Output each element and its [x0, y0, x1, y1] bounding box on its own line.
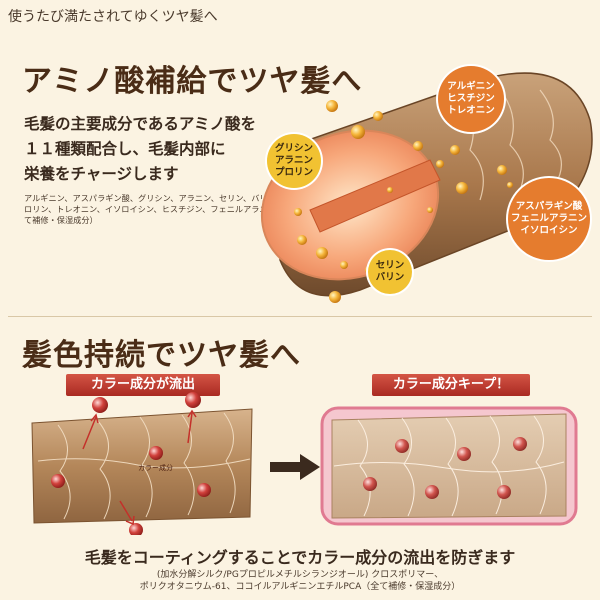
section2-ingredients-line1: (加水分解シルク/PGプロピルメチルシランジオール) クロスポリマー、 — [156, 570, 444, 580]
section1-line-3: 栄養をチャージします — [24, 165, 179, 183]
section2-ingredients: (加水分解シルク/PGプロピルメチルシランジオール) クロスポリマー、 ポリクオ… — [0, 569, 600, 593]
section2-ingredients-line2: ポリクオタニウム-61、ココイルアルギニンエチルPCA（全て補修・保湿成分） — [139, 582, 461, 592]
bubble1-line1: グリシン — [274, 143, 313, 154]
hair-leaking-illustration — [31, 392, 253, 535]
bubble-glycine-alanine-proline: グリシン アラニン プロリン — [267, 134, 321, 188]
banner-color-kept: カラー成分キープ！ — [372, 374, 530, 396]
color-particles-right — [363, 437, 527, 499]
section-divider — [8, 316, 592, 317]
color-particles-left — [51, 392, 211, 535]
hair-cortex — [309, 159, 441, 233]
section1-ingredients: アルギニン、アスパラギン酸、グリシン、アラニン、セリン、バリン、プロリン、トレオ… — [24, 193, 293, 225]
bubble-serine-valine: セリン バリン — [368, 250, 412, 294]
bubble-aspartic-phenylalanine-isoleucine: アスパラギン酸 フェニルアラニン イソロイシン — [508, 178, 590, 260]
bubble4-line1: セリン — [375, 260, 405, 271]
leak-arrows — [82, 409, 197, 526]
bubble3-line3: イソロイシン — [520, 225, 578, 236]
tagline: 使うたび満たされてゆくツヤ髪へ — [8, 9, 218, 25]
section1-line-1: 毛髪の主要成分であるアミノ酸を — [24, 115, 257, 133]
section1-body: 毛髪の主要成分であるアミノ酸を １１種類配合し、毛髪内部に 栄養をチャージします — [24, 112, 256, 187]
bubble2-line2: ヒスチジン — [447, 93, 495, 104]
bubble1-line2: アラニン — [274, 155, 313, 166]
bubble4-line2: バリン — [375, 272, 405, 283]
bubble1-line3: プロリン — [274, 167, 313, 178]
hair-coated-illustration — [320, 406, 578, 526]
color-component-label: カラー成分 — [138, 464, 173, 472]
bubble2-line1: アルギニン — [447, 81, 495, 92]
bubble2-line3: トレオニン — [447, 105, 495, 116]
section2-caption: 毛髪をコーティングすることでカラー成分の流出を防ぎます — [84, 548, 516, 567]
banner-color-leaking: カラー成分が流出 — [66, 374, 220, 396]
right-arrow-icon — [270, 454, 320, 480]
bubble-arginine-histidine-threonine: アルギニン ヒスチジン トレオニン — [438, 66, 504, 132]
section1-line-2: １１種類配合し、毛髪内部に — [24, 140, 226, 158]
section1-title: アミノ酸補給でツヤ髪へ — [22, 64, 363, 99]
bubble3-line2: フェニルアラニン — [510, 213, 587, 224]
section2-title: 髪色持続でツヤ髪へ — [22, 338, 301, 373]
bubble3-line1: アスパラギン酸 — [515, 201, 583, 212]
